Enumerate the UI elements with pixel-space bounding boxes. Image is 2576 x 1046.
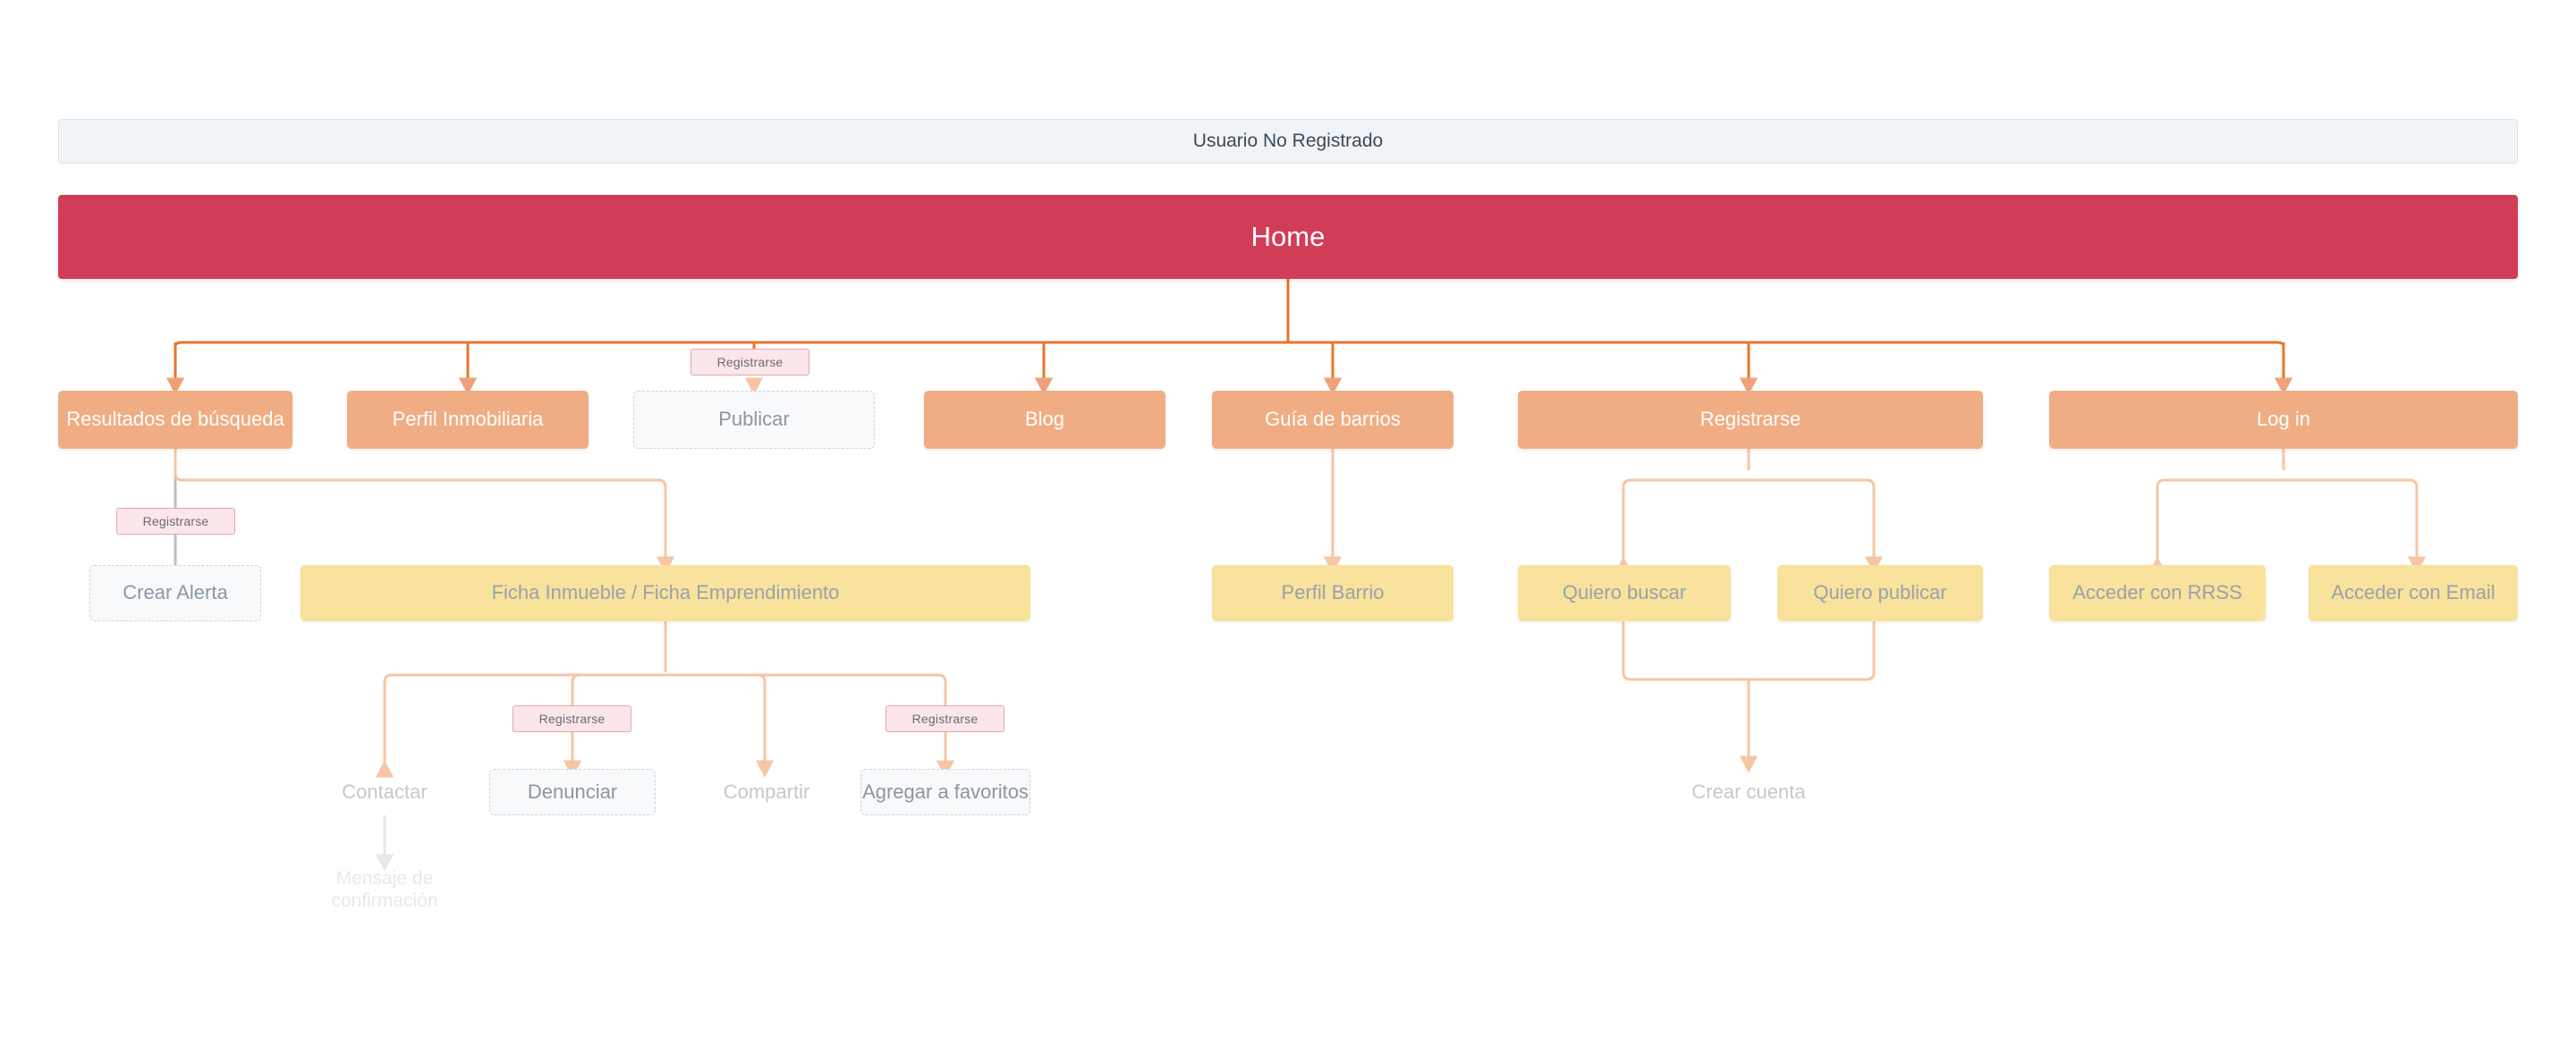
node-label: Crear Alerta — [123, 581, 228, 604]
badge-registrarse-agregar-favoritos: Registrarse — [886, 705, 1004, 732]
node-crear-alerta[interactable]: Crear Alerta — [89, 565, 261, 621]
node-blog[interactable]: Blog — [924, 391, 1165, 449]
badge-registrarse-publicar: Registrarse — [691, 349, 809, 375]
badge-label: Registrarse — [716, 355, 784, 369]
node-label: Blog — [1024, 408, 1065, 431]
node-registrarse[interactable]: Registrarse — [1518, 391, 1983, 449]
badge-registrarse-denunciar: Registrarse — [513, 705, 631, 732]
node-agregar-a-favoritos[interactable]: Agregar a favoritos — [860, 769, 1030, 815]
node-publicar[interactable]: Publicar — [633, 391, 875, 449]
node-label: Resultados de búsqueda — [66, 408, 284, 431]
node-log-in[interactable]: Log in — [2049, 391, 2518, 449]
header-bar: Usuario No Registrado — [58, 119, 2518, 164]
node-acceder-con-rrss[interactable]: Acceder con RRSS — [2049, 565, 2266, 621]
node-label: Quiero publicar — [1813, 581, 1947, 604]
node-guia-de-barrios[interactable]: Guía de barrios — [1212, 391, 1453, 449]
node-label: Perfil Inmobiliaria — [392, 408, 544, 431]
node-label: Quiero buscar — [1562, 581, 1687, 604]
node-label: Contactar — [342, 780, 428, 803]
node-label: Guía de barrios — [1265, 408, 1401, 431]
node-label: Acceder con Email — [2331, 581, 2496, 604]
node-compartir[interactable]: Compartir — [683, 769, 850, 815]
badge-registrarse-crear-alerta: Registrarse — [116, 508, 235, 535]
node-home-label: Home — [1250, 221, 1326, 253]
node-label: Compartir — [723, 780, 810, 803]
node-contactar[interactable]: Contactar — [301, 769, 468, 815]
node-quiero-publicar[interactable]: Quiero publicar — [1777, 565, 1983, 621]
node-label: Acceder con RRSS — [2072, 581, 2242, 604]
node-mensaje-de-confirmacion: Mensaje de confirmación — [284, 867, 486, 911]
node-label: Registrarse — [1699, 408, 1801, 431]
node-label: Perfil Barrio — [1281, 581, 1385, 604]
badge-label: Registrarse — [142, 514, 209, 528]
badge-label: Registrarse — [538, 712, 606, 726]
node-label: Denunciar — [527, 780, 618, 803]
node-quiero-buscar[interactable]: Quiero buscar — [1518, 565, 1731, 621]
node-crear-cuenta[interactable]: Crear cuenta — [1665, 769, 1832, 815]
node-label: Crear cuenta — [1691, 780, 1806, 803]
node-home[interactable]: Home — [58, 195, 2518, 279]
node-label: Log in — [2257, 408, 2310, 431]
node-perfil-barrio[interactable]: Perfil Barrio — [1212, 565, 1453, 621]
node-ficha-inmueble[interactable]: Ficha Inmueble / Ficha Emprendimiento — [301, 565, 1030, 621]
node-label: Mensaje de confirmación — [331, 867, 438, 911]
node-acceder-con-email[interactable]: Acceder con Email — [2309, 565, 2518, 621]
header-label: Usuario No Registrado — [1192, 131, 1384, 152]
node-label: Publicar — [718, 408, 790, 431]
node-label: Ficha Inmueble / Ficha Emprendimiento — [491, 581, 840, 604]
node-resultados-de-busqueda[interactable]: Resultados de búsqueda — [58, 391, 292, 449]
badge-label: Registrarse — [911, 712, 979, 726]
node-perfil-inmobiliaria[interactable]: Perfil Inmobiliaria — [347, 391, 589, 449]
node-label: Agregar a favoritos — [862, 780, 1029, 803]
node-denunciar[interactable]: Denunciar — [489, 769, 656, 815]
